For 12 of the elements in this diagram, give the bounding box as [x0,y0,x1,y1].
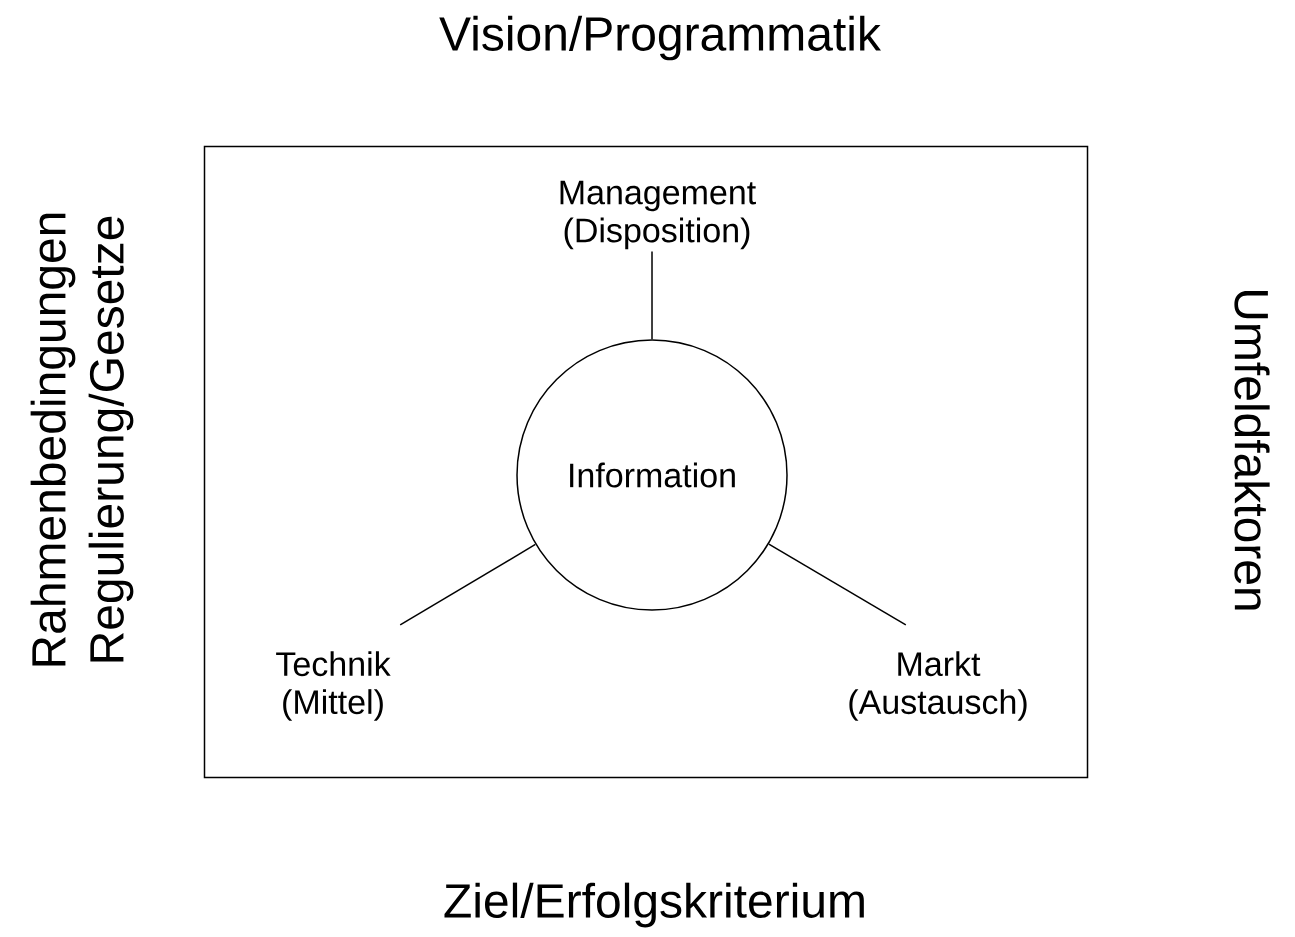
side-label: Umfeldfaktoren [1234,290,1270,610]
node-label: Management (Disposition) [560,180,756,250]
frame-box [203,145,1089,779]
title: Vision/Programmatik [439,15,881,61]
connector-line [768,543,907,626]
node-label: Technik (Mittel) [276,651,391,721]
circle-node: Information [516,339,788,611]
bottom-label: Ziel/Erfolgskriterium [444,882,864,928]
connector-line [651,250,653,340]
connector-line [399,543,537,626]
node-label: Markt (Austausch) [849,651,1027,721]
side-label: Rahmenbedingungen Regulierung/Gesetze [30,213,134,666]
